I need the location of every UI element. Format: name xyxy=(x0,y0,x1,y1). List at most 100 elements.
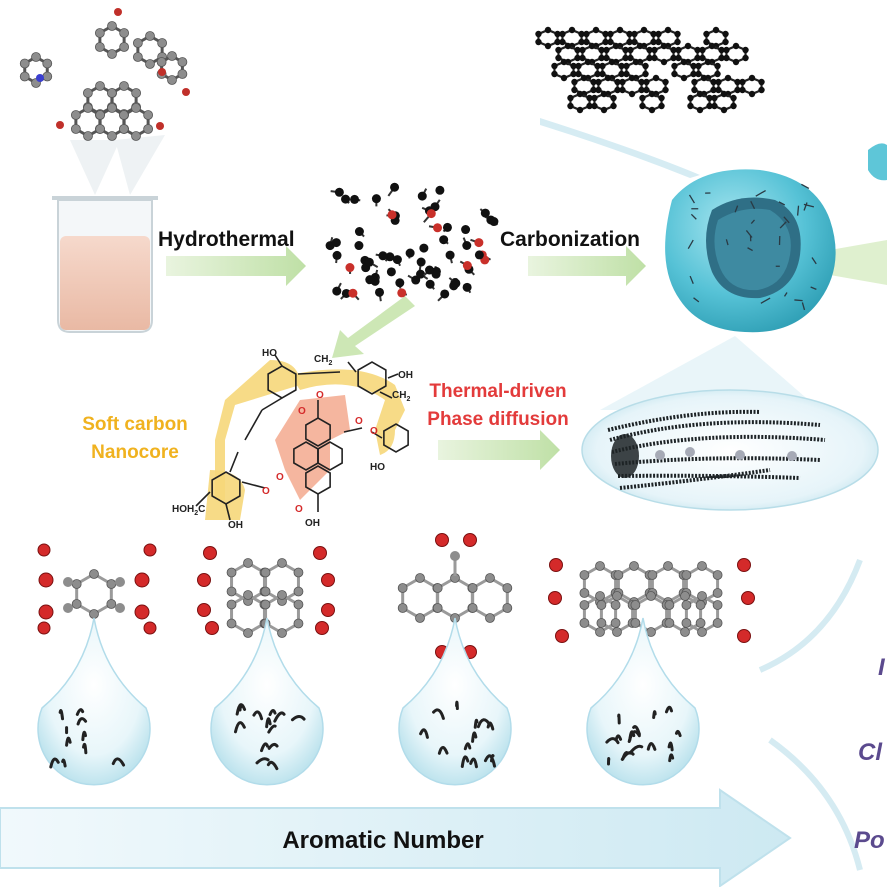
cluster-atom xyxy=(332,250,342,260)
lens-ion xyxy=(787,451,797,461)
graphene-atom xyxy=(576,106,584,114)
carbon-squiggle xyxy=(628,744,644,755)
graphene-atom xyxy=(607,38,614,46)
carbon-squiggle xyxy=(667,741,674,752)
graphene-atom xyxy=(616,26,624,34)
cluster-atom xyxy=(348,288,358,298)
chem-label-ch2-2: CH2 xyxy=(392,390,410,403)
mol4-ring-atom xyxy=(612,591,622,601)
mol4-ring-atom xyxy=(712,570,723,580)
graphene-atom xyxy=(594,62,601,70)
graphene-atom xyxy=(715,78,722,86)
hydrothermal-label: Hydrothermal xyxy=(158,228,295,251)
mol3-ring-atom xyxy=(467,583,478,593)
lens-ion xyxy=(655,450,665,460)
carbon-squiggle xyxy=(432,708,445,720)
graphene-atom xyxy=(626,38,633,46)
cluster-atom xyxy=(365,275,375,285)
mol4-ring-atom xyxy=(695,618,706,628)
carbon-squiggle xyxy=(664,705,673,714)
graphene-atom xyxy=(535,38,542,46)
cluster-atom xyxy=(445,250,455,260)
graphene-atom xyxy=(623,70,630,78)
graphene-atom xyxy=(619,86,626,94)
cluster-atom xyxy=(331,238,341,248)
mol1-oxygen-outer xyxy=(37,543,51,557)
graphene-atom xyxy=(618,70,625,78)
chem-label-o-6: O xyxy=(276,472,284,483)
mol4-ring-atom xyxy=(664,618,675,628)
graphene-sheet xyxy=(535,26,765,114)
carbon-squiggle xyxy=(621,751,629,761)
graphene-atom xyxy=(627,46,634,54)
mol3-carbon xyxy=(450,551,460,561)
carbon-squiggle xyxy=(81,730,88,742)
mol2-oxygen xyxy=(313,546,327,560)
shell-fiber xyxy=(750,219,755,224)
graphene-atom xyxy=(564,42,572,50)
soft-carbon-label: Soft carbon xyxy=(82,414,188,435)
graphene-atom xyxy=(694,54,701,62)
mol2-ring-atom xyxy=(260,586,271,597)
chem-ring xyxy=(293,441,319,471)
droplet xyxy=(586,617,700,786)
chem-label-ch2-1: CH2 xyxy=(314,354,332,367)
graphene-atom xyxy=(623,62,630,70)
graphene-atom xyxy=(639,94,646,102)
shell-fiber xyxy=(811,257,817,265)
graphene-atom xyxy=(655,30,662,38)
mol4-ring-atom xyxy=(629,561,639,571)
graphene-atom xyxy=(632,58,640,66)
graphene-atom xyxy=(610,94,617,102)
graphene-atom xyxy=(732,58,740,66)
graphene-atom xyxy=(590,86,597,94)
graphene-atom xyxy=(628,74,636,82)
carbon-squiggle xyxy=(267,742,279,750)
cluster-atom xyxy=(397,288,407,298)
mol4-oxygen xyxy=(737,558,751,572)
hydrothermal-molecule-cluster xyxy=(325,182,499,302)
carbon-squiggle xyxy=(652,710,657,719)
carbon-squiggle xyxy=(75,708,85,716)
mol4-ring-atom xyxy=(712,588,723,598)
precursor-ring-atom xyxy=(95,124,106,134)
mol1-carbon xyxy=(63,603,73,613)
mol4-oxygen xyxy=(549,558,563,572)
precursor-ring-atom xyxy=(145,31,155,41)
graphene-atom xyxy=(636,42,644,50)
carbonization-arrow xyxy=(528,246,646,286)
graphene-atom xyxy=(655,38,662,46)
graphene-atom xyxy=(594,70,601,78)
shell-fiber xyxy=(796,205,800,216)
mol4-ring-atom xyxy=(646,627,656,637)
cluster-atom xyxy=(386,267,396,277)
mol2-oxygen xyxy=(315,621,329,635)
precursor-ring-atom xyxy=(145,59,155,69)
graphene-atom xyxy=(578,38,585,46)
mol1-oxygen xyxy=(38,604,54,620)
precursor-ring-atom xyxy=(94,28,105,38)
graphene-atom xyxy=(570,62,577,70)
precursor-ring-atom xyxy=(119,81,129,91)
graphene-atom xyxy=(592,26,600,34)
precursor-oxygen xyxy=(156,122,164,130)
mol4-ring-atom xyxy=(712,618,723,628)
graphene-atom xyxy=(535,30,542,38)
lens-carbon-chains xyxy=(607,409,826,490)
cluster-atom xyxy=(387,210,397,220)
mol4-ring-atom xyxy=(596,618,607,628)
mol2-oxygen xyxy=(205,621,219,635)
mol4-ring-atom xyxy=(595,591,605,601)
graphene-atom xyxy=(571,78,578,86)
graphene-atom xyxy=(603,46,610,54)
carbon-squiggle xyxy=(290,714,306,722)
carbon-squiggle xyxy=(605,737,620,745)
mol4-ring-atom xyxy=(595,561,605,571)
cluster-atom xyxy=(375,287,385,297)
chem-bond xyxy=(225,503,231,521)
graphene-atom xyxy=(706,94,713,102)
right-curve xyxy=(758,558,863,673)
graphene-atom xyxy=(695,62,702,70)
graphene-atom xyxy=(638,78,645,86)
graphene-atom xyxy=(660,42,668,50)
